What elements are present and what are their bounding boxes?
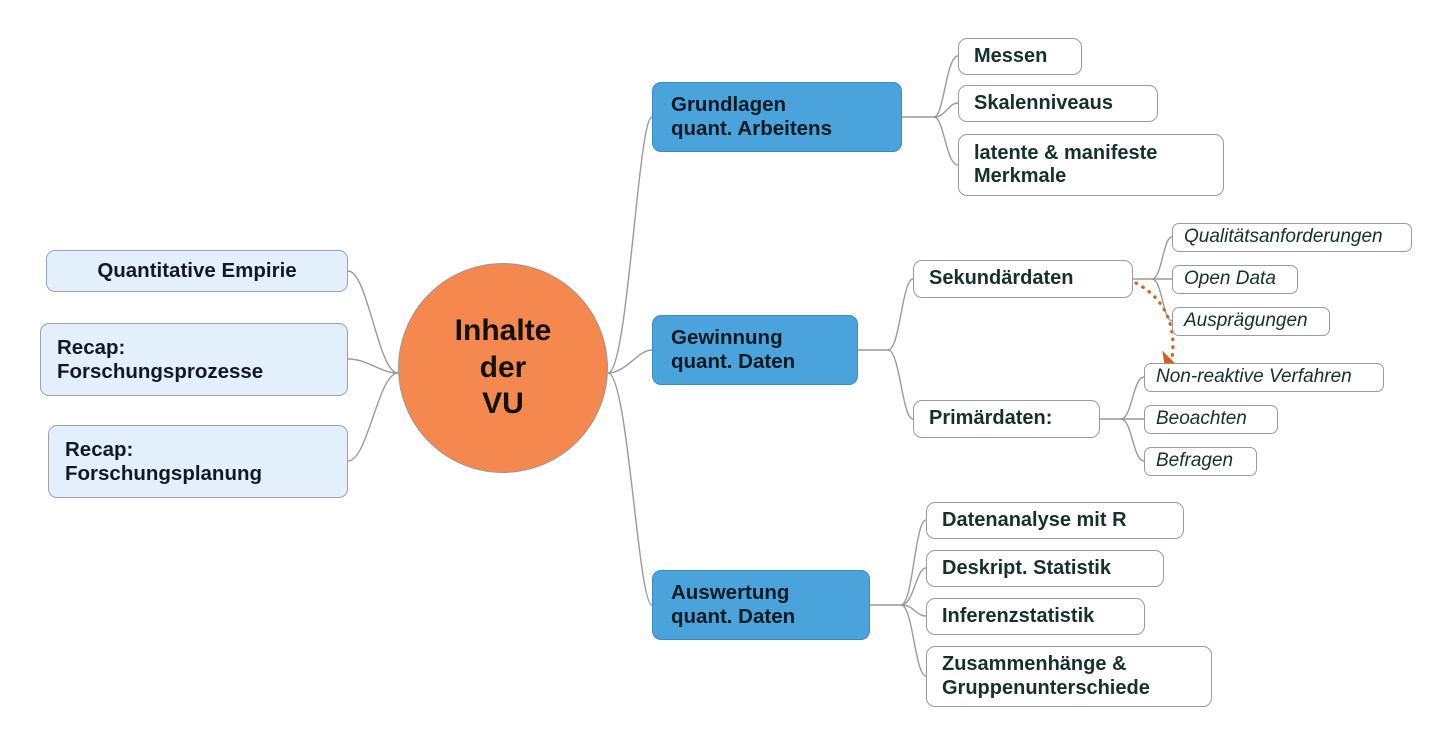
node-auswertung-quant-daten[interactable]: Auswertung quant. Daten [652, 570, 870, 640]
node-label: Open Data [1184, 268, 1276, 290]
edge-sekundaerdaten-auspraegungen [1151, 278, 1173, 322]
edge-auswertung-zusammenhaenge [900, 604, 927, 677]
node-label: Qualitätsanforderungen [1184, 226, 1383, 248]
node-label: Grundlagen quant. Arbeitens [671, 93, 832, 140]
edge-gewinnung-primaerdaten [887, 349, 914, 420]
node-label: Sekundärdaten [929, 267, 1074, 290]
edge-gewinnung-sekundaerdaten [887, 278, 914, 351]
node-label: Inferenzstatistik [942, 604, 1095, 627]
edge-grundlagen-merkmale [933, 116, 959, 166]
edge-root-recap-forschungsprozesse [347, 358, 399, 374]
edge-grundlagen-skalenniveaus [933, 102, 959, 118]
node-recap-forschungsprozesse[interactable]: Recap: Forschungsprozesse [40, 323, 348, 396]
root-label: Inhalte der VU [454, 314, 552, 421]
edge-auswertung-datenanalyse [900, 519, 927, 606]
node-label: latente & manifeste Merkmale [974, 141, 1158, 187]
node-grundlagen-quant-arbeitens[interactable]: Grundlagen quant. Arbeitens [652, 82, 902, 152]
node-recap-forschungsplanung[interactable]: Recap: Forschungsplanung [48, 425, 348, 498]
node-quantitative-empirie[interactable]: Quantitative Empirie [46, 250, 348, 292]
node-label: Zusammenhänge & Gruppenunterschiede [942, 653, 1150, 699]
leaf-messen[interactable]: Messen [958, 38, 1082, 75]
edge-auswertung-inferenz [900, 604, 927, 617]
node-label: Non-reaktive Verfahren [1156, 366, 1352, 388]
leaf-zusammenhaenge-gruppenunterschiede[interactable]: Zusammenhänge & Gruppenunterschiede [926, 646, 1212, 707]
leaf-beoachten[interactable]: Beoachten [1144, 405, 1278, 434]
edge-grundlagen-messen [933, 55, 959, 118]
node-label: Messen [974, 44, 1048, 67]
node-label: Befragen [1156, 450, 1234, 472]
node-primaerdaten[interactable]: Primärdaten: [913, 400, 1100, 438]
edge-sekundaerdaten-qualitaet [1151, 236, 1173, 280]
leaf-inferenzstatistik[interactable]: Inferenzstatistik [926, 598, 1145, 635]
leaf-auspraegungen[interactable]: Ausprägungen [1172, 307, 1330, 336]
leaf-open-data[interactable]: Open Data [1172, 265, 1298, 294]
leaf-skalenniveaus[interactable]: Skalenniveaus [958, 85, 1158, 122]
node-sekundaerdaten[interactable]: Sekundärdaten [913, 260, 1133, 298]
edge-primaerdaten-nonreaktiv [1120, 376, 1145, 420]
edge-primaerdaten-befragen [1120, 418, 1145, 462]
node-label: Datenanalyse mit R [942, 508, 1127, 531]
leaf-datenanalyse-mit-r[interactable]: Datenanalyse mit R [926, 502, 1184, 539]
leaf-deskript-statistik[interactable]: Deskript. Statistik [926, 550, 1164, 587]
edge-root-auswertung [607, 372, 653, 606]
edge-root-quantitative-empirie [347, 270, 399, 374]
leaf-non-reaktive-verfahren[interactable]: Non-reaktive Verfahren [1144, 363, 1384, 392]
node-label: Recap: Forschungsprozesse [57, 335, 264, 383]
node-label: Beoachten [1156, 408, 1247, 430]
leaf-befragen[interactable]: Befragen [1144, 447, 1257, 476]
node-gewinnung-quant-daten[interactable]: Gewinnung quant. Daten [652, 315, 858, 385]
edge-root-recap-forschungsplanung [347, 372, 399, 462]
node-label: Recap: Forschungsplanung [65, 437, 263, 485]
leaf-latente-manifeste-merkmale[interactable]: latente & manifeste Merkmale [958, 134, 1224, 196]
root-node[interactable]: Inhalte der VU [398, 263, 608, 473]
node-label: Primärdaten: [929, 407, 1053, 430]
node-label: Skalenniveaus [974, 91, 1113, 114]
node-label: Ausprägungen [1184, 310, 1308, 332]
leaf-qualitaetsanforderungen[interactable]: Qualitätsanforderungen [1172, 223, 1412, 252]
edge-root-grundlagen [607, 116, 653, 374]
edge-auswertung-deskriptiv [900, 567, 927, 606]
node-label: Quantitative Empirie [97, 259, 297, 283]
node-label: Auswertung quant. Daten [671, 581, 796, 628]
edge-root-gewinnung [607, 349, 653, 374]
node-label: Gewinnung quant. Daten [671, 326, 796, 373]
node-label: Deskript. Statistik [942, 556, 1111, 579]
